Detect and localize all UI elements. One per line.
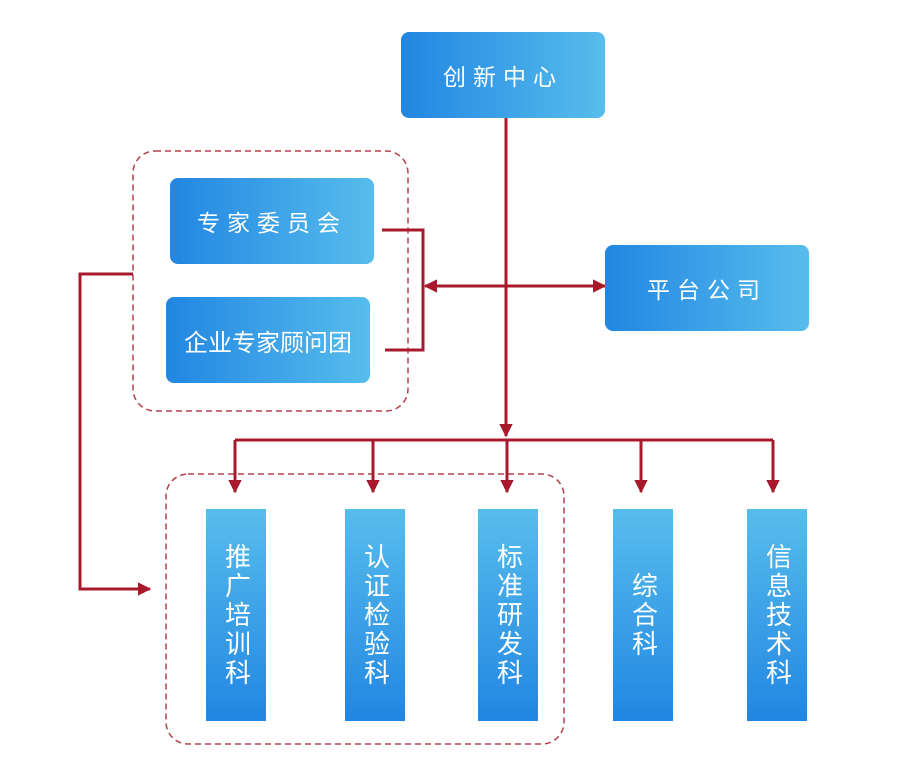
- expert-group-border: [132, 150, 409, 412]
- node-enterprise-advisory-group-label: 企业专家顾问团: [184, 328, 352, 357]
- node-promotion-training: 推广培训科: [206, 509, 266, 721]
- node-platform-company-label: 平台公司: [647, 278, 767, 304]
- node-standards-rd-label: 标准研发科: [492, 542, 523, 688]
- node-expert-committee-label: 专家委员会: [197, 211, 347, 237]
- node-enterprise-advisory-group: 企业专家顾问团: [166, 297, 370, 383]
- node-expert-committee: 专家委员会: [170, 178, 374, 264]
- departments-group-border: [165, 473, 565, 745]
- node-information-technology-label: 信息技术科: [761, 542, 792, 688]
- node-innovation-center: 创新中心: [401, 32, 605, 118]
- connector-expert-bracket: [382, 228, 425, 352]
- node-certification-testing-label: 认证检验科: [359, 542, 390, 688]
- node-certification-testing: 认证检验科: [345, 509, 405, 721]
- node-general-affairs-label: 综合科: [627, 571, 658, 659]
- node-general-affairs: 综合科: [613, 509, 673, 721]
- connector-expert-to-departments: [78, 272, 152, 596]
- node-promotion-training-label: 推广培训科: [220, 542, 251, 688]
- node-information-technology: 信息技术科: [747, 509, 807, 721]
- node-platform-company: 平台公司: [605, 245, 809, 331]
- node-standards-rd: 标准研发科: [478, 509, 538, 721]
- node-innovation-center-label: 创新中心: [443, 65, 563, 91]
